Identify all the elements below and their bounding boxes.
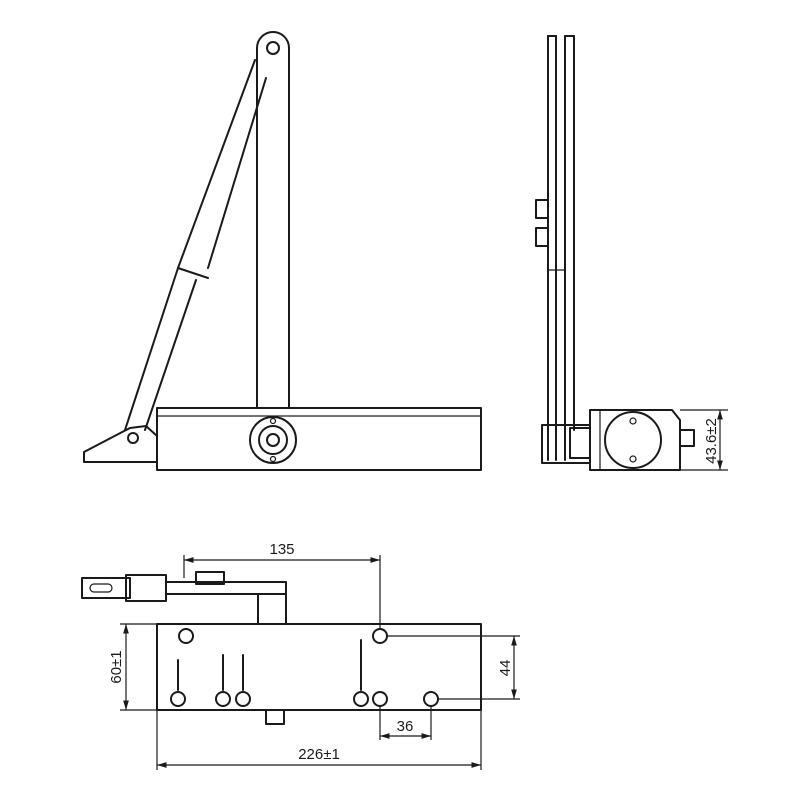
side-spindle	[569, 427, 591, 459]
hole	[235, 691, 251, 707]
front-view	[83, 31, 482, 471]
side-screw-top	[629, 417, 637, 425]
dim-arm-label: 135	[269, 541, 294, 558]
hole	[372, 628, 388, 644]
mounting-shoe	[83, 425, 158, 463]
spindle-inner	[266, 433, 280, 447]
hole	[372, 691, 388, 707]
top-bracket	[81, 577, 131, 599]
dim-holes-v-label: 44	[497, 660, 514, 677]
spindle-screw-bottom	[269, 455, 277, 463]
diagonal-arm-lower	[124, 267, 209, 431]
top-body	[156, 623, 482, 711]
dim-height-label: 43.6±2	[703, 418, 720, 464]
hole	[215, 691, 231, 707]
dim-depth-label: 60±1	[108, 650, 125, 683]
top-bracket-slot	[89, 583, 113, 593]
front-body	[156, 407, 482, 471]
vertical-arm	[256, 47, 290, 409]
spindle-mid	[258, 425, 288, 455]
top-arm-joint	[125, 574, 167, 602]
hole	[353, 691, 369, 707]
screws	[177, 639, 362, 691]
side-arm	[547, 35, 575, 461]
shoe-pin	[127, 432, 139, 444]
hole	[423, 691, 439, 707]
top-arm-nut	[195, 571, 225, 585]
side-body-cap	[604, 411, 662, 469]
side-view: 43.6±2	[535, 35, 728, 471]
top-arm	[165, 581, 287, 595]
top-view: 135 60±1 44 36 226±1	[81, 541, 520, 770]
spindle-screw-top	[269, 417, 277, 425]
dim-length-label: 226±1	[298, 746, 340, 763]
top-spindle	[257, 593, 287, 625]
side-bracket-top	[535, 199, 549, 219]
vertical-arm-top	[256, 31, 290, 49]
hole	[178, 628, 194, 644]
dim-holes-h-label: 36	[397, 718, 414, 735]
side-screw-bottom	[629, 455, 637, 463]
spindle-outer	[249, 416, 297, 464]
side-bracket-bottom	[535, 227, 549, 247]
side-valve	[679, 429, 695, 447]
diagonal-arm-upper	[177, 59, 267, 269]
hole	[170, 691, 186, 707]
top-valve	[265, 709, 285, 725]
arm-pivot-hole	[266, 41, 280, 55]
